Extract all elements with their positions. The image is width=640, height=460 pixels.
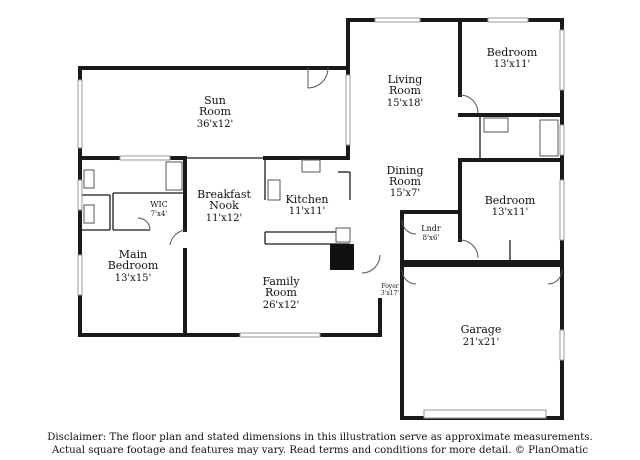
room-dims: 36'x12' [197,119,234,130]
room-name: Main [119,248,147,261]
room-foyer: Foyer 3'x17' [381,283,399,297]
room-dims: 11'x12' [206,213,243,224]
room-name: Dining [386,164,423,177]
room-name: Bedroom [485,194,536,207]
room-name: Room [389,84,422,97]
room-name: Living [388,73,423,86]
room-name: Bedroom [487,46,538,59]
room-bedroom-top: Bedroom 13'x11' [487,46,538,70]
sink [83,169,95,189]
fixtures [83,117,559,270]
room-name: Foyer [381,283,398,290]
room-dims: 13'x11' [494,59,531,70]
room-name: Room [265,286,298,299]
room-dims: 13'x15' [115,273,152,284]
room-garage: Garage 21'x21' [461,323,502,348]
room-main-bedroom: Main Bedroom 13'x15' [108,248,159,284]
room-sun-room: Sun Room 36'x12' [197,94,234,130]
room-dims: 13'x11' [492,207,529,218]
windows [77,17,565,419]
exterior-walls [78,18,564,420]
bath-sink [483,117,509,133]
room-name: Sun [204,94,226,107]
room-dims: 21'x21' [463,337,500,348]
disclaimer-line: Actual square footage and features may v… [51,445,589,456]
range-hood [335,227,351,243]
room-name: Breakfast [197,188,251,201]
room-kitchen: Kitchen 11'x11' [286,193,329,217]
room-dims: 11'x11' [289,206,326,217]
garage-door [423,409,547,419]
floor-plan: Sun Room 36'x12' Living Room 15'x18' Bed… [77,17,565,420]
room-name: Family [262,275,300,288]
room-name: Room [389,175,422,188]
room-name: Garage [461,323,502,336]
toilet [83,204,95,224]
room-dims: 15'x7' [390,188,420,199]
room-name: Kitchen [286,193,329,206]
room-laundry: Lndr 8'x6' [421,224,441,242]
room-dining-room: Dining Room 15'x7' [386,164,423,199]
disclaimer-line: Disclaimer: The floor plan and stated di… [47,432,593,443]
kitchen-sink [301,159,321,173]
room-dims: 3'x17' [381,290,399,297]
room-living-room: Living Room 15'x18' [387,73,424,109]
room-family-room: Family Room 26'x12' [262,275,300,311]
doors [137,67,563,285]
room-bedroom-mid: Bedroom 13'x11' [485,194,536,218]
room-name: WIC [150,200,168,209]
room-breakfast-nook: Breakfast Nook 11'x12' [197,188,251,224]
room-dims: 26'x12' [263,300,300,311]
stove [267,179,281,201]
bathtub [539,119,559,157]
room-name: Lndr [421,224,441,233]
room-name: Nook [209,199,239,212]
room-name: Bedroom [108,259,159,272]
room-wic: WIC 7'x4' [150,200,168,218]
room-dims: 7'x4' [151,210,168,218]
shower [165,161,183,191]
disclaimer: Disclaimer: The floor plan and stated di… [0,431,640,457]
fireplace [330,244,354,270]
room-dims: 15'x18' [387,98,424,109]
room-dims: 8'x6' [423,234,440,242]
room-name: Room [199,105,232,118]
